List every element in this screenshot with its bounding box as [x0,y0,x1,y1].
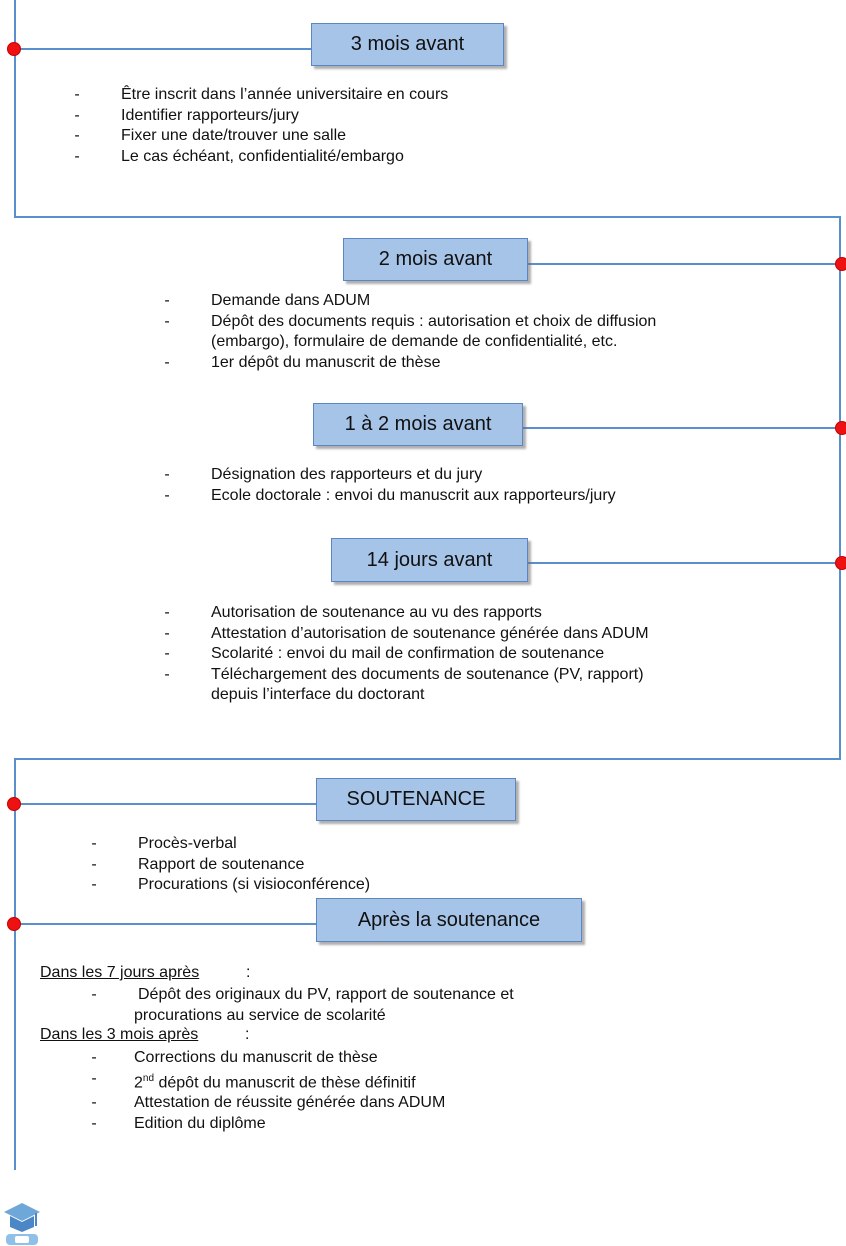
phase-box-14-jours: 14 jours avant [331,538,528,582]
connector-p1 [14,48,311,50]
phase-box-1-a-2-mois: 1 à 2 mois avant [313,403,523,446]
connector-p2 [527,263,841,265]
phase-list-soutenance: -Procès-verbal -Rapport de soutenance -P… [88,834,370,896]
phase-title: 14 jours avant [366,548,493,571]
list-item: -Désignation des rapporteurs et du jury [164,466,483,483]
timeline-line-h2 [14,758,841,760]
list-item: -Edition du diplôme [91,1114,266,1132]
phase-title: Après la soutenance [357,908,541,931]
connector-p6 [14,923,316,925]
phase-list-3-mois-apres: -Corrections du manuscrit de thèse -2nd … [88,1048,445,1134]
milestone-dot-p3 [835,421,846,435]
phase-list-7-jours: -Dépôt des originaux du PV, rapport de s… [88,985,514,1026]
list-item: -Procès-verbal [91,835,237,852]
list-item-continuation: (embargo), formulaire de demande de conf… [211,333,618,350]
list-item-continuation: procurations au service de scolarité [134,1006,386,1024]
phase-title: SOUTENANCE [346,788,486,810]
milestone-dot-p4 [835,556,846,570]
list-item: -Dépôt des documents requis : autorisati… [164,312,657,330]
list-item: -Fixer une date/trouver une salle [74,127,347,144]
list-item: -Attestation d’autorisation de soutenanc… [164,624,649,642]
phase-box-apres: Après la soutenance [316,898,582,942]
list-item: -Identifier rapporteurs/jury [74,106,299,124]
milestone-dot-p2 [835,257,846,271]
milestone-dot-p6 [7,917,21,931]
list-item: -Rapport de soutenance [91,855,305,873]
timeline-line-h1 [14,216,841,218]
phase-box-2-mois: 2 mois avant [343,238,528,281]
phase-list-3-mois: -Être inscrit dans l’année universitaire… [71,85,448,167]
connector-p3 [522,427,841,429]
phase-title: 3 mois avant [350,33,465,55]
list-item: -2nd dépôt du manuscrit de thèse définit… [91,1069,416,1091]
connector-p5 [14,803,316,805]
timeline-line-left-top [14,0,16,218]
milestone-dot-p5 [7,797,21,811]
ordinal-suffix: nd [142,1072,155,1084]
phase-list-1-a-2-mois: -Désignation des rapporteurs et du jury … [161,465,616,506]
subheading-colon: : [246,964,251,981]
list-item: -Scolarité : envoi du mail de confirmati… [164,645,605,662]
subheading-3-mois: Dans les 3 mois après [40,1026,199,1043]
phase-title: 2 mois avant [378,248,493,270]
list-item: -Ecole doctorale : envoi du manuscrit au… [164,486,616,504]
list-item: -Téléchargement des documents de soutena… [164,665,644,683]
phase-list-14-jours: -Autorisation de soutenance au vu des ra… [161,603,649,706]
phase-title: 1 à 2 mois avant [344,413,492,435]
subheading-7-jours: Dans les 7 jours après [40,964,200,981]
list-item: -Attestation de réussite générée dans AD… [91,1094,446,1112]
list-item-continuation: depuis l’interface du doctorant [211,686,425,703]
timeline-line-left-bottom [14,758,16,1170]
subheading-colon: : [245,1026,250,1043]
milestone-dot-p1 [7,42,21,56]
list-item: -1er dépôt du manuscrit de thèse [164,353,441,371]
timeline-line-right [839,216,841,760]
list-item: -Être inscrit dans l’année universitaire… [74,86,449,103]
connector-p4 [527,562,841,564]
phase-box-soutenance: SOUTENANCE [316,778,516,821]
list-item: -Procurations (si visioconférence) [91,876,371,893]
list-item: -Demande dans ADUM [164,292,371,309]
graduation-cap-icon [4,1203,40,1245]
phase-box-3-mois: 3 mois avant [311,23,504,66]
phase-list-2-mois: -Demande dans ADUM -Dépôt des documents … [161,291,656,373]
list-item: -Le cas échéant, confidentialité/embargo [74,147,404,165]
list-item: -Dépôt des originaux du PV, rapport de s… [91,986,514,1003]
list-item: -Corrections du manuscrit de thèse [91,1049,378,1066]
list-item: -Autorisation de soutenance au vu des ra… [164,604,542,621]
